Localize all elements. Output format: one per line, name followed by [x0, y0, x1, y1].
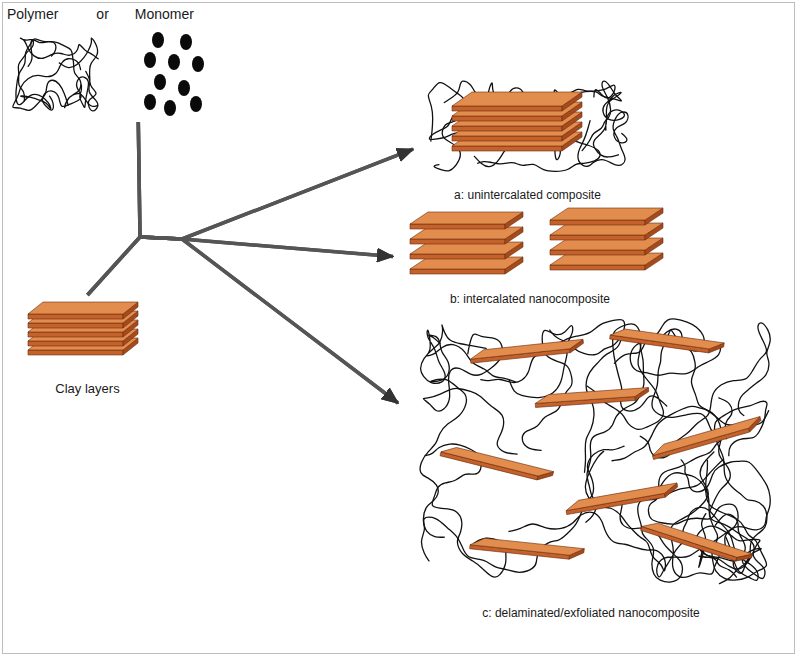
polymer-chain: [657, 452, 720, 577]
node-label: b: intercalated nanocomposite: [448, 292, 612, 306]
monomer-dot: [154, 74, 166, 90]
clay-platelet: [650, 417, 763, 460]
exfoliated-platelet: [535, 388, 650, 408]
node-label: Polymer: [5, 6, 60, 23]
exfoliated-platelet: [470, 537, 585, 561]
exfoliated-platelet: [470, 339, 585, 363]
polymer-chain: [28, 40, 97, 108]
monomer-dot: [168, 54, 180, 70]
composite-panel: a: unintercalated composite: [415, 70, 640, 202]
exfoliated-nanocomposite: [420, 319, 770, 584]
monomer-dot: [180, 34, 192, 50]
intercalated-nanocomposite: [410, 208, 663, 274]
exfoliated-platelet: [565, 483, 679, 515]
node-label: a: unintercalated composite: [452, 188, 603, 202]
exfoliated-platelet: [610, 327, 725, 355]
clay-platelet: [470, 537, 585, 561]
monomer-dot: [144, 94, 156, 110]
clay-platelet: [550, 208, 663, 225]
clay-platelet: [641, 519, 753, 566]
clay-platelet: [410, 227, 523, 244]
polymer-chain: [644, 460, 767, 580]
process-arrow: [88, 149, 414, 295]
clay-platelet: [535, 388, 650, 408]
exfoliated-platelet: [641, 519, 753, 566]
composite-panel: c: delaminated/exfoliated nanocomposite: [400, 310, 782, 620]
clay-platelet: [565, 483, 679, 515]
clay-platelet: [550, 253, 663, 270]
polymer-monomer-group: Polymer or Monomer: [5, 6, 220, 122]
clay-platelet: [452, 92, 582, 111]
polymer-chain: [617, 460, 723, 582]
process-arrow: [138, 122, 393, 257]
clay-platelet: [410, 242, 523, 259]
clay-platelet: [470, 339, 585, 363]
monomer-dot: [144, 52, 156, 68]
polymer-chain: [578, 112, 628, 166]
composite-panel: b: intercalated nanocomposite: [395, 196, 665, 306]
clay-platelet: [550, 238, 663, 255]
node-label: c: delaminated/exfoliated nanocomposite: [480, 606, 701, 620]
process-arrow: [138, 122, 413, 239]
process-arrow: [138, 122, 398, 403]
clay-platelet: [410, 257, 523, 274]
process-arrow: [88, 237, 399, 403]
clay-stack: [28, 302, 138, 355]
exfoliated-platelet: [440, 444, 554, 483]
clay-platelet: [610, 327, 725, 355]
node-label: or: [94, 6, 110, 23]
monomer-dot: [190, 96, 202, 112]
monomer-dot: [164, 100, 176, 116]
monomer-dots: [144, 32, 204, 116]
clay-platelet: [440, 444, 554, 483]
polymer-chain: [420, 335, 466, 537]
clay-platelet: [28, 302, 138, 319]
monomer-dot: [192, 56, 204, 72]
polymer-coils: [13, 38, 98, 111]
clay-platelet: [410, 212, 523, 229]
monomer-dot: [152, 32, 164, 48]
polymer-chain: [16, 39, 56, 109]
exfoliated-platelet: [650, 417, 763, 460]
monomer-dot: [178, 80, 190, 96]
node-label: Monomer: [133, 6, 196, 23]
node-label: Clay layers: [53, 381, 121, 397]
clay-layers-stack: Clay layers: [20, 295, 155, 397]
clay-platelet: [550, 223, 663, 240]
unintercalated-composite: [428, 81, 628, 171]
